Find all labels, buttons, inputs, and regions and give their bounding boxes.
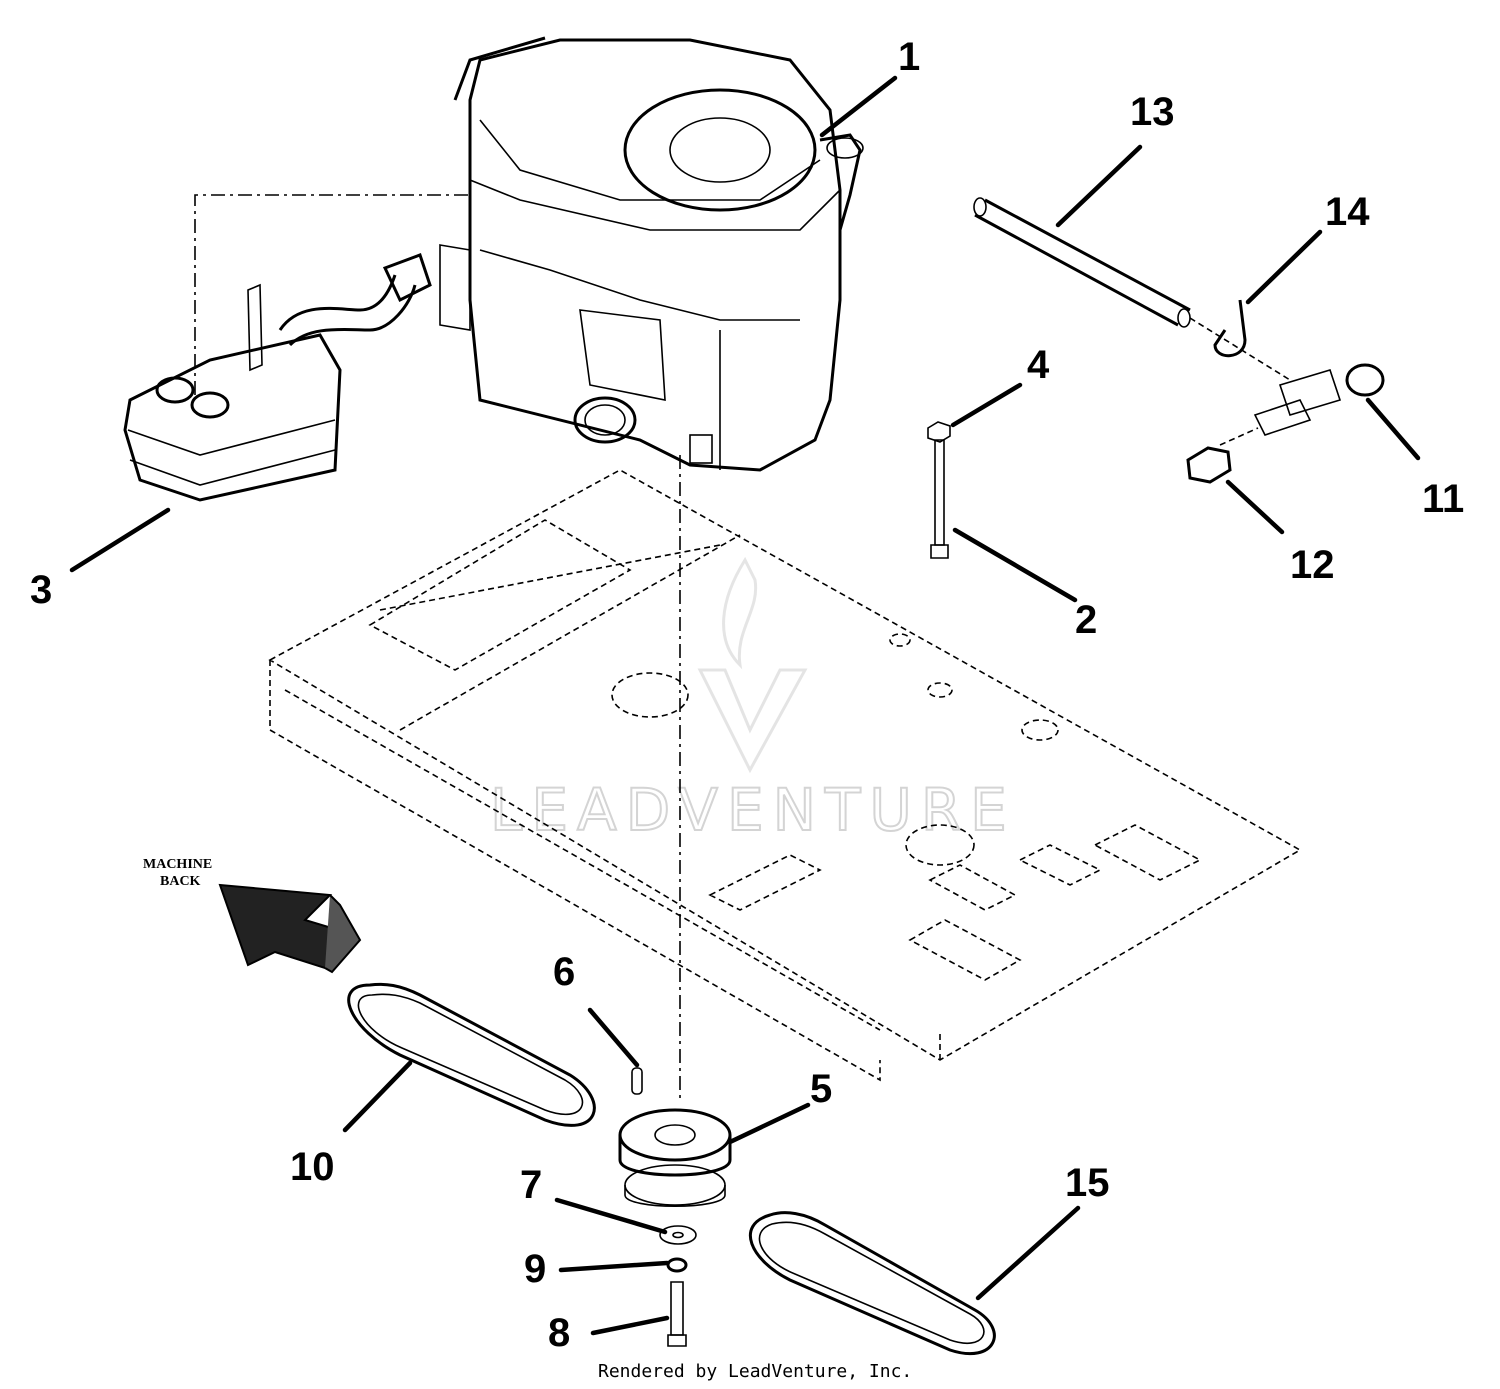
- nut-12: [1186, 446, 1232, 484]
- callout-14: 14: [1325, 190, 1370, 234]
- lockwasher-9: [666, 1257, 688, 1273]
- callout-8: 8: [548, 1311, 570, 1355]
- callout-3: 3: [30, 568, 52, 612]
- chassis-frame: [268, 469, 1302, 1082]
- valve-11: [1219, 363, 1385, 446]
- callout-1: 1: [898, 35, 920, 79]
- bolt-8: [667, 1281, 687, 1347]
- callout-15: 15: [1065, 1161, 1110, 1205]
- belt-10: [347, 982, 596, 1127]
- watermark-logo-icon: [697, 556, 808, 774]
- callout-6: 6: [553, 950, 575, 994]
- engine: [439, 36, 864, 472]
- callout-13: 13: [1130, 90, 1175, 134]
- callout-11: 11: [1422, 477, 1464, 521]
- watermark-text: LEADVENTURE: [490, 776, 1016, 844]
- leader-lines: [69, 75, 1421, 1336]
- washer-7: [659, 1225, 697, 1245]
- callout-7: 7: [520, 1163, 542, 1207]
- callout-4: 4: [1027, 343, 1050, 387]
- machine-back-label-line1: MACHINE: [143, 857, 212, 872]
- bolt-2: [930, 439, 949, 559]
- nut-4: [927, 421, 951, 443]
- key-6: [631, 1067, 643, 1095]
- machine-back-arrow-icon: [218, 883, 362, 974]
- machine-back-label-line2: BACK: [160, 874, 201, 889]
- render-credit: Rendered by LeadVenture, Inc.: [598, 1361, 912, 1382]
- callout-12: 12: [1290, 543, 1335, 587]
- clip-14: [1213, 299, 1247, 358]
- callout-9: 9: [524, 1247, 546, 1291]
- hose-13: [973, 197, 1291, 381]
- belt-15: [748, 1211, 996, 1356]
- callout-10: 10: [290, 1145, 335, 1189]
- callout-5: 5: [810, 1067, 832, 1111]
- callout-2: 2: [1075, 598, 1097, 642]
- muffler: [123, 194, 470, 502]
- pulley: [618, 1108, 732, 1208]
